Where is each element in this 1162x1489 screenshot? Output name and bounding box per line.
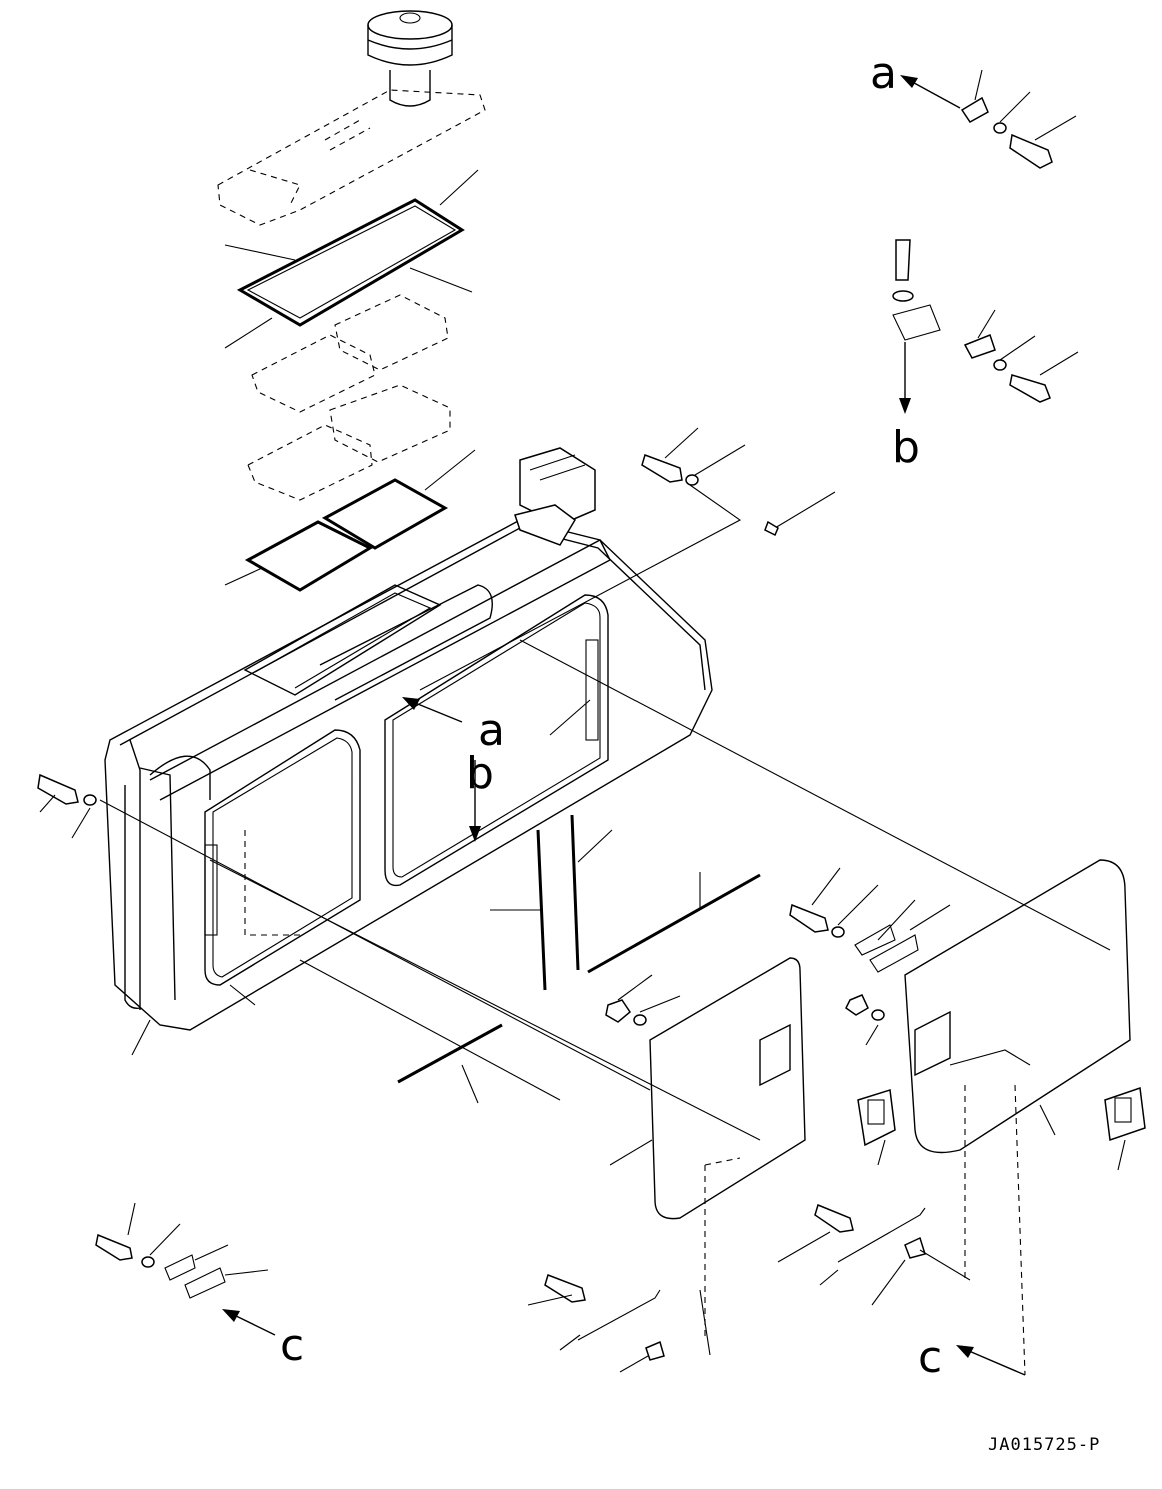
ref-label-b-body: b — [466, 748, 494, 799]
ref-label-b-detail: b — [892, 422, 920, 473]
ref-label-a-detail: a — [870, 48, 897, 99]
door-panel-left — [649, 957, 806, 1340]
ref-label-a-body: a — [478, 705, 505, 756]
upper-cover — [217, 89, 486, 226]
alignment-lines — [99, 484, 1111, 1141]
leader-lines-body — [131, 699, 1126, 1171]
drawing-number: JA015725-P — [988, 1435, 1100, 1455]
bolt-washer-top-middle — [641, 427, 836, 537]
view-arrow-a-body: a — [402, 697, 505, 756]
pre-cleaner-cap — [367, 10, 453, 107]
view-arrow-b-body: b — [466, 748, 494, 842]
bolt-washer-a-detail — [960, 69, 1077, 169]
door-latch-right — [1104, 1086, 1146, 1142]
nut-washer-door-left — [605, 974, 681, 1026]
bolt-washer-bracket-c-left — [95, 1202, 269, 1299]
bolt-rod-bracket-bottom-middle — [527, 1274, 711, 1373]
bolt-washer-right-door — [789, 867, 951, 973]
ref-label-c-left: c — [280, 1320, 304, 1371]
bolt-rod-bracket-bottom-right — [777, 1203, 971, 1306]
view-arrow-c-right: c — [918, 1332, 1026, 1383]
filter-element-lower — [247, 384, 451, 501]
ref-label-c-right: c — [918, 1332, 942, 1383]
leader-lines-top — [224, 169, 479, 586]
tank-body — [104, 447, 713, 1031]
view-arrow-c-left: c — [222, 1309, 304, 1371]
door-latch-left — [857, 1089, 896, 1147]
lower-gasket-pair — [244, 478, 449, 592]
support-rods — [397, 814, 761, 1104]
bolt-washer-b-detail — [892, 239, 1079, 403]
filter-element-upper — [251, 294, 449, 413]
bolt-washer-left — [37, 773, 97, 839]
cover-gasket — [236, 198, 465, 327]
view-arrow-b-detail: b — [892, 342, 920, 473]
view-arrow-a-detail: a — [870, 48, 961, 109]
nut-washer-door-right — [845, 994, 885, 1046]
door-panel-right — [904, 859, 1131, 1376]
